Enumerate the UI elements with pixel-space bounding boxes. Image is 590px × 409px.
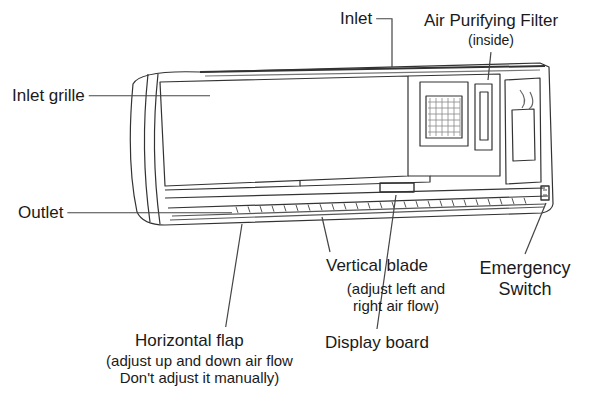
- part-label: Horizontal flap: [135, 331, 244, 351]
- vertical-blade: [260, 206, 262, 212]
- filter-mesh-line: [428, 120, 460, 121]
- end-cap: [154, 74, 160, 224]
- filter-mesh-line: [442, 98, 443, 136]
- vertical-blade: [476, 199, 478, 205]
- vertical-blade: [368, 203, 370, 209]
- emergency-switch: [541, 186, 549, 200]
- lower-panel: [165, 180, 300, 190]
- filter-mesh-line: [436, 98, 437, 136]
- filter-mesh-line: [460, 98, 461, 136]
- air-filter: [426, 96, 462, 138]
- vertical-blade: [284, 205, 286, 211]
- horizontal-flap: [170, 207, 544, 220]
- housing-outline: [130, 63, 553, 225]
- leader-line: [226, 224, 242, 327]
- vertical-blade: [332, 204, 334, 210]
- right-side-box: [505, 78, 541, 184]
- vertical-blade: [464, 200, 466, 206]
- part-label: Emergency Switch: [466, 258, 584, 299]
- part-label: Outlet: [18, 203, 63, 223]
- part-label: Inlet grille: [12, 86, 85, 106]
- vertical-blade: [524, 198, 526, 204]
- vertical-blade: [272, 206, 274, 212]
- lower-panel: [300, 176, 430, 186]
- part-label: Display board: [325, 333, 429, 353]
- vertical-blade: [428, 201, 430, 207]
- wiring: [520, 90, 533, 109]
- part-label: Vertical blade: [326, 256, 428, 276]
- part-note: (inside): [468, 32, 514, 48]
- opening: [408, 74, 500, 176]
- vertical-blade: [452, 200, 454, 206]
- filter-mesh-line: [428, 108, 460, 109]
- top-inlet: [205, 70, 540, 76]
- vertical-blade: [404, 202, 406, 208]
- leader-line: [376, 19, 392, 67]
- right-side-box: [512, 109, 535, 161]
- filter-holder: [475, 84, 492, 150]
- vertical-blade: [500, 199, 502, 205]
- filter-mesh-line: [430, 98, 431, 136]
- vertical-blade: [296, 205, 298, 211]
- vertical-blade: [308, 205, 310, 211]
- vertical-blade: [236, 207, 238, 213]
- leader-line: [488, 52, 491, 80]
- part-label: Air Purifying Filter: [424, 11, 558, 31]
- display-board: [380, 183, 414, 192]
- part-note: (adjust left and right air flow): [337, 280, 455, 315]
- vertical-blade: [512, 198, 514, 204]
- vertical-blade: [440, 200, 442, 206]
- vertical-blade: [320, 204, 322, 210]
- filter-mesh-line: [454, 98, 455, 136]
- filter-mesh-line: [448, 98, 449, 136]
- part-label: Inlet: [340, 9, 372, 29]
- filter-mesh: [428, 98, 460, 136]
- vertical-blade: [248, 206, 250, 212]
- vertical-blade: [380, 202, 382, 208]
- front-strip: [165, 188, 545, 198]
- vertical-blade: [416, 201, 418, 207]
- filter-mesh-line: [428, 132, 460, 133]
- leader-line: [89, 95, 210, 96]
- vertical-blades: [236, 198, 526, 213]
- vertical-blade: [356, 203, 358, 209]
- leader-line: [67, 212, 232, 213]
- filter-mesh-line: [428, 126, 460, 127]
- filter-mesh-line: [428, 114, 460, 115]
- vertical-blade: [344, 203, 346, 209]
- outlet: [172, 204, 546, 216]
- inlet-grille: [160, 76, 408, 186]
- leader-line: [525, 203, 546, 254]
- vertical-blade: [488, 199, 490, 205]
- part-note: (adjust up and down air flow Don't adjus…: [92, 352, 307, 387]
- air-filter: [420, 82, 468, 146]
- filter-mesh-line: [428, 102, 460, 103]
- leader-line: [322, 217, 330, 252]
- emergency-switch: [543, 190, 547, 195]
